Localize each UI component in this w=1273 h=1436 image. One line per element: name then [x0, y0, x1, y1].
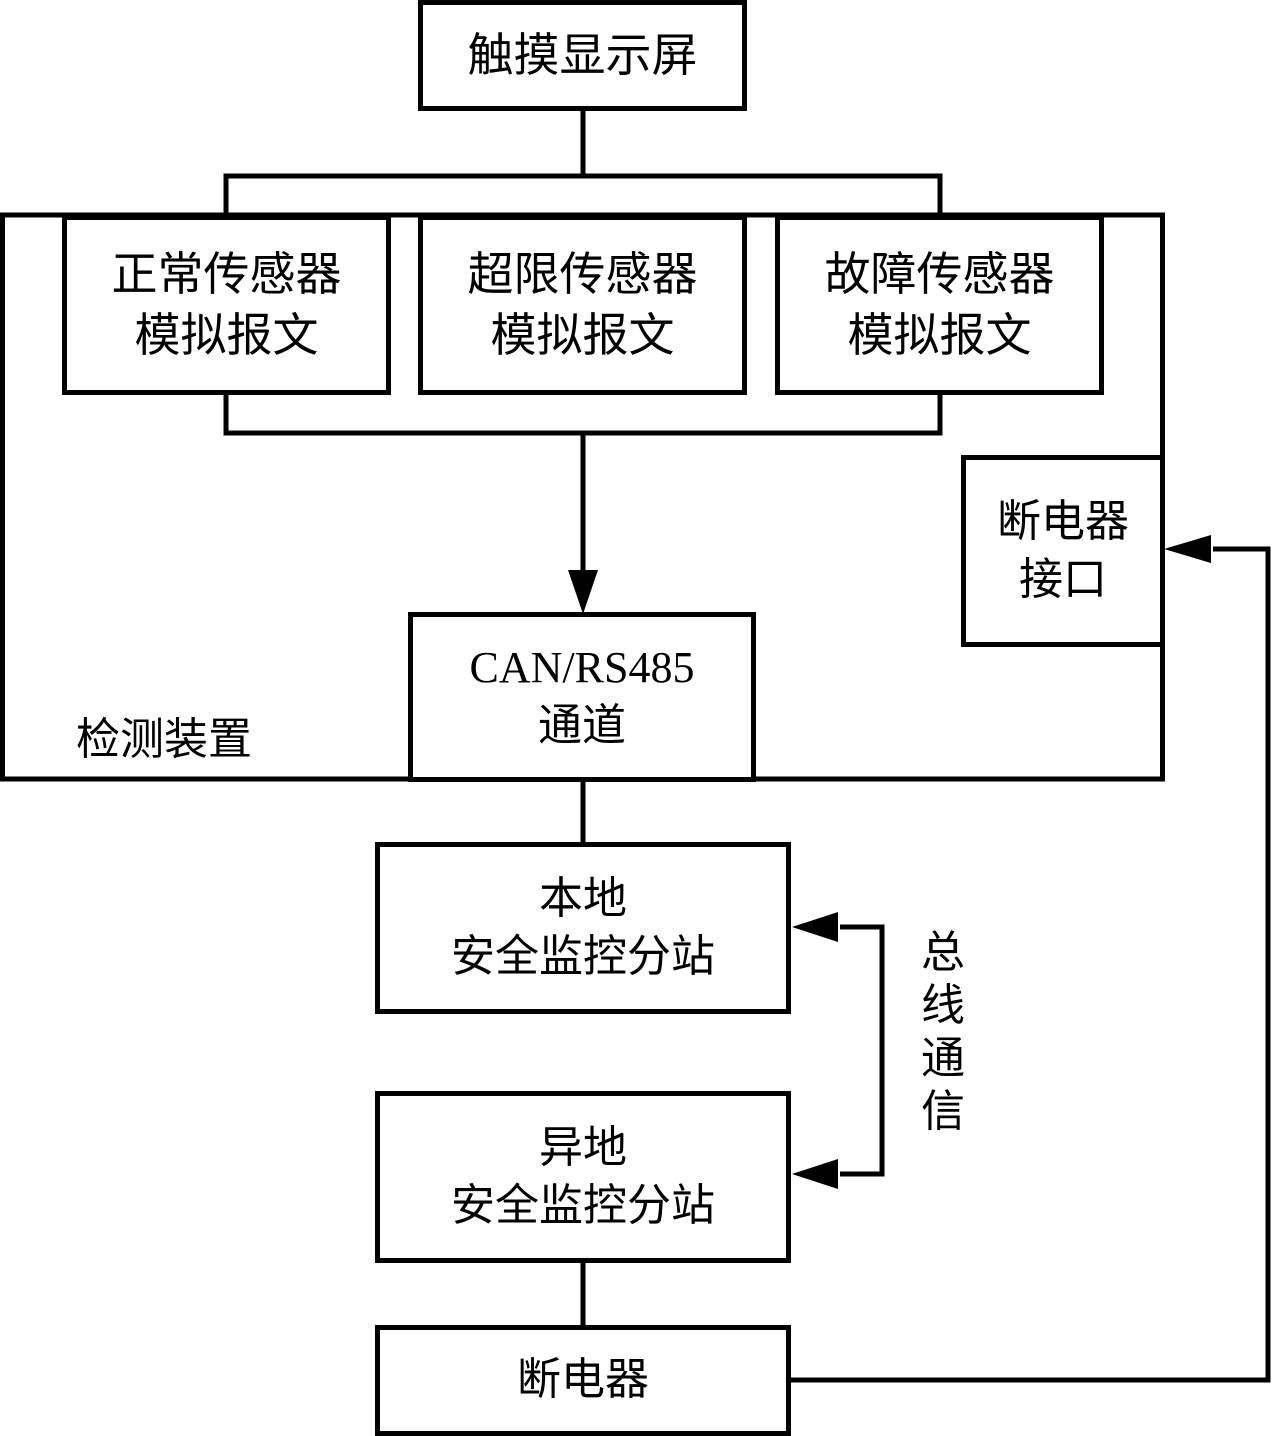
touch-screen-label: 触摸显示屏	[467, 28, 698, 83]
normal-sensor-line2: 模拟报文	[134, 308, 319, 362]
connector-top-bracket	[223, 173, 943, 215]
overlimit-sensor-line1: 超限传感器	[467, 247, 698, 302]
arrow-head-to-local	[792, 912, 838, 942]
overlimit-sensor-line2: 模拟报文	[490, 308, 675, 362]
fault-sensor-line1: 故障传感器	[824, 247, 1055, 302]
bus-communication-label: 总 线 通 信	[918, 926, 968, 1138]
arrow-head-to-remote	[792, 1159, 838, 1189]
touch-screen-box: 触摸显示屏	[418, 0, 747, 111]
local-station-line1: 本地	[539, 872, 627, 924]
arrow-head-to-interface	[1164, 535, 1211, 563]
breaker-interface-box: 断电器 接口	[961, 455, 1165, 647]
connector-bus	[840, 924, 885, 1177]
breaker-label: 断电器	[517, 1354, 649, 1406]
bus-label-char: 线	[921, 980, 965, 1031]
connector-bottom-bracket	[223, 392, 943, 436]
local-station-box: 本地 安全监控分站	[375, 842, 791, 1014]
channel-box: CAN/RS485 通道	[408, 612, 756, 782]
overlimit-sensor-box: 超限传感器 模拟报文	[418, 215, 747, 395]
fault-sensor-line2: 模拟报文	[847, 308, 1032, 362]
fault-sensor-box: 故障传感器 模拟报文	[775, 215, 1104, 395]
connector-breaker-feedback	[789, 546, 1271, 1383]
normal-sensor-box: 正常传感器 模拟报文	[62, 215, 391, 395]
normal-sensor-line1: 正常传感器	[111, 247, 342, 302]
remote-station-box: 异地 安全监控分站	[375, 1091, 791, 1263]
bus-label-char: 信	[921, 1086, 965, 1137]
breaker-interface-line1: 断电器	[997, 495, 1129, 547]
bus-label-char: 通	[921, 1033, 965, 1084]
remote-station-line2: 安全监控分站	[451, 1180, 715, 1231]
bus-label-char: 总	[921, 927, 965, 978]
breaker-box: 断电器	[375, 1325, 791, 1436]
detector-label: 检测装置	[76, 714, 252, 765]
breaker-interface-line2: 接口	[1019, 554, 1107, 605]
channel-line2: 通道	[538, 700, 626, 751]
local-station-line2: 安全监控分站	[451, 931, 715, 982]
arrow-head-to-channel	[568, 570, 598, 614]
channel-line1: CAN/RS485	[469, 642, 695, 692]
remote-station-line1: 异地	[539, 1121, 627, 1173]
